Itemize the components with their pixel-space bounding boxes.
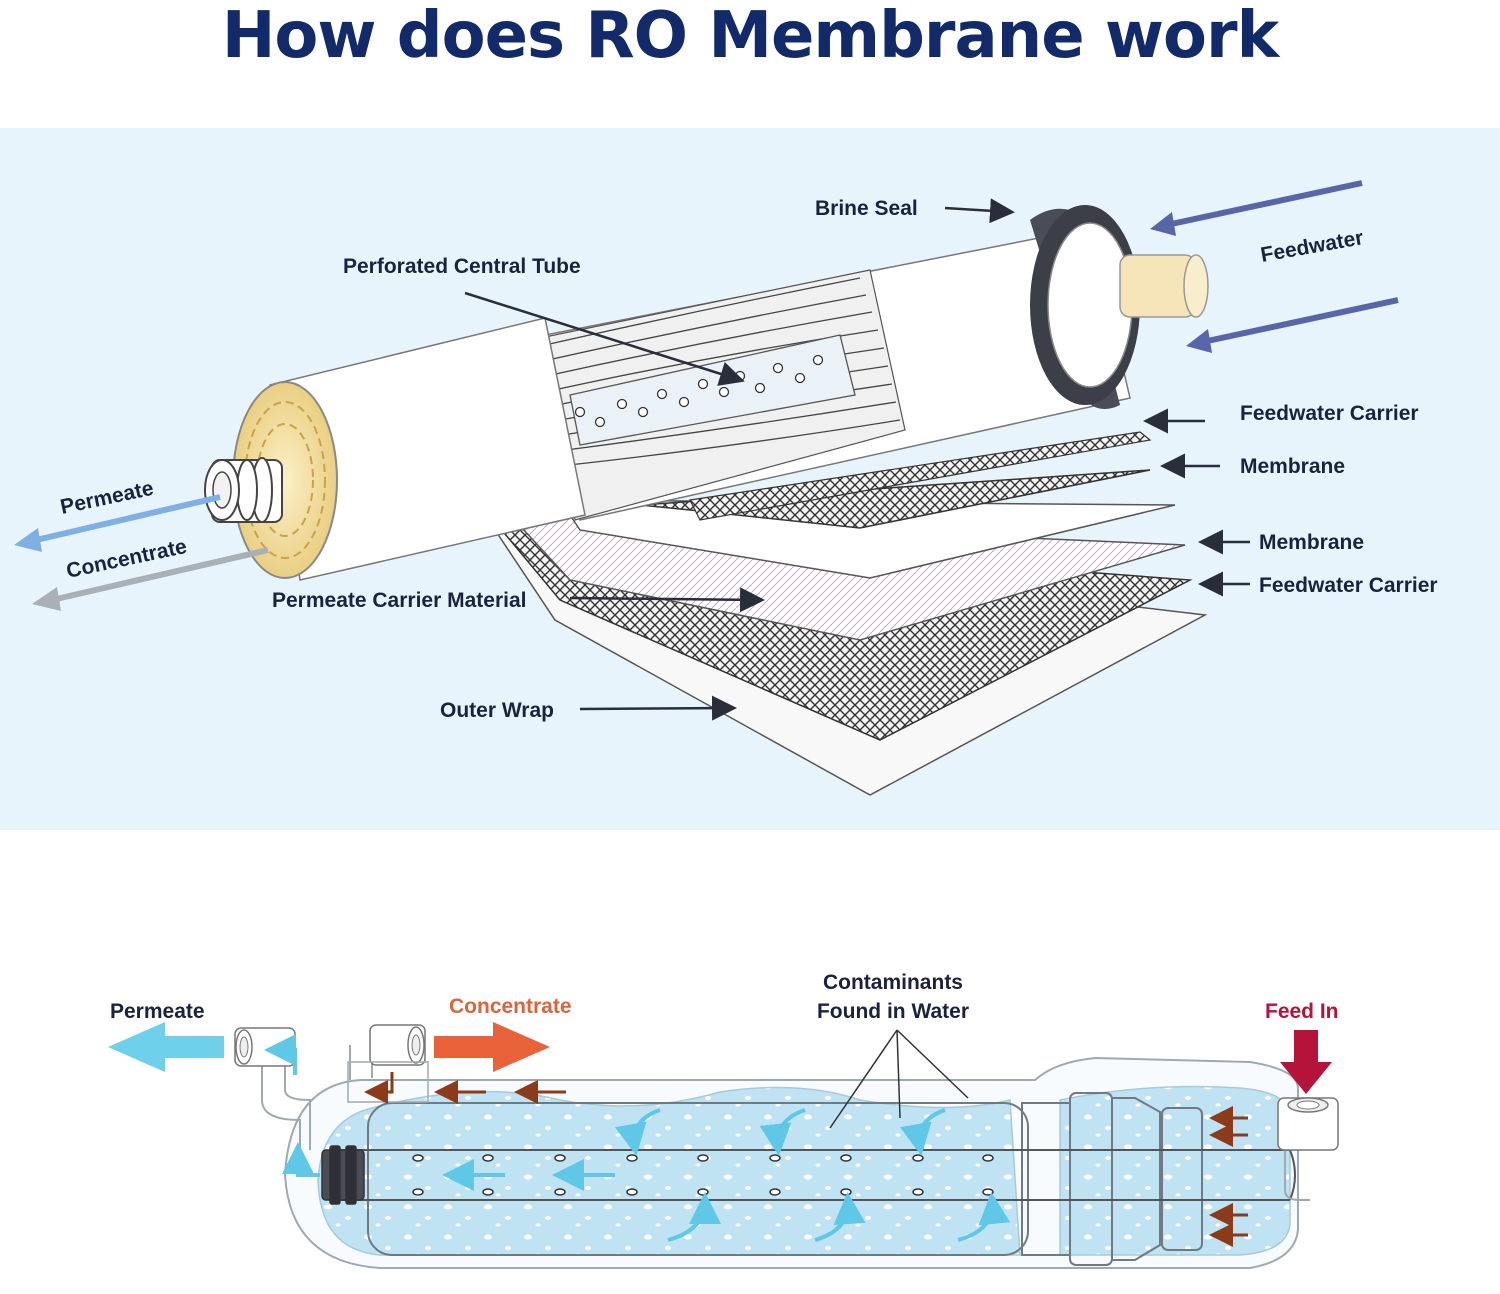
membrane-layers xyxy=(493,431,1208,796)
brine-seal-assembly xyxy=(1030,205,1209,409)
permeate-fitting xyxy=(234,1027,296,1067)
membrane-cartridge xyxy=(367,1102,1029,1256)
permeate-flow-arrows xyxy=(264,1034,1011,1242)
label-feedwater: Feedwater xyxy=(1259,226,1365,267)
contaminants-pointers xyxy=(829,1029,969,1129)
bottom-concentrate-big-arrow xyxy=(434,1022,550,1072)
top-labels: Brine Seal Feedwater Perforated Central … xyxy=(58,197,1437,722)
feedwater-carrier-sheet-1 xyxy=(639,469,1151,529)
permeate-flow-arrow xyxy=(14,494,221,552)
label-contaminants-line2: Found in Water xyxy=(817,1000,969,1023)
label-perforated-central-tube: Perforated Central Tube xyxy=(343,255,581,278)
label-feed-in: Feed In xyxy=(1265,1000,1339,1023)
feed-in-big-arrow xyxy=(1280,1030,1332,1094)
label-permeate-bottom: Permeate xyxy=(110,1000,205,1023)
label-membrane-1: Membrane xyxy=(1240,455,1345,478)
concentrate-fitting xyxy=(347,1024,429,1103)
tube-end-connector xyxy=(321,1145,365,1205)
label-outer-wrap: Outer Wrap xyxy=(440,699,554,722)
membrane-cylinder xyxy=(204,205,1209,581)
permeate-outlet-tube xyxy=(204,457,283,523)
label-concentrate-bottom: Concentrate xyxy=(449,995,572,1018)
label-feedwater-carrier-2: Feedwater Carrier xyxy=(1259,574,1438,597)
ro-housing-cutaway xyxy=(234,1024,1339,1269)
pointer-arrows xyxy=(464,198,1250,721)
label-permeate-carrier-material: Permeate Carrier Material xyxy=(272,589,526,612)
bottom-permeate-big-arrow xyxy=(108,1022,224,1072)
feed-in-fitting xyxy=(1277,1097,1339,1151)
bottom-labels: Permeate Concentrate Contaminants Found … xyxy=(110,971,1339,1023)
mesh-strip-top xyxy=(689,431,1152,521)
concentrate-flow-arrows xyxy=(364,1072,1248,1247)
concentrate-flow-arrow xyxy=(32,547,269,611)
perforated-central-tube-body xyxy=(569,334,856,446)
label-feedwater-carrier-1: Feedwater Carrier xyxy=(1240,402,1419,425)
page-title: How does RO Membrane work xyxy=(221,0,1279,73)
bottom-central-tube xyxy=(330,1149,1296,1201)
label-membrane-2: Membrane xyxy=(1259,531,1364,554)
label-contaminants-line1: Contaminants xyxy=(823,971,963,994)
feedwater-arrows xyxy=(1150,180,1399,353)
label-brine-seal: Brine Seal xyxy=(815,197,918,220)
